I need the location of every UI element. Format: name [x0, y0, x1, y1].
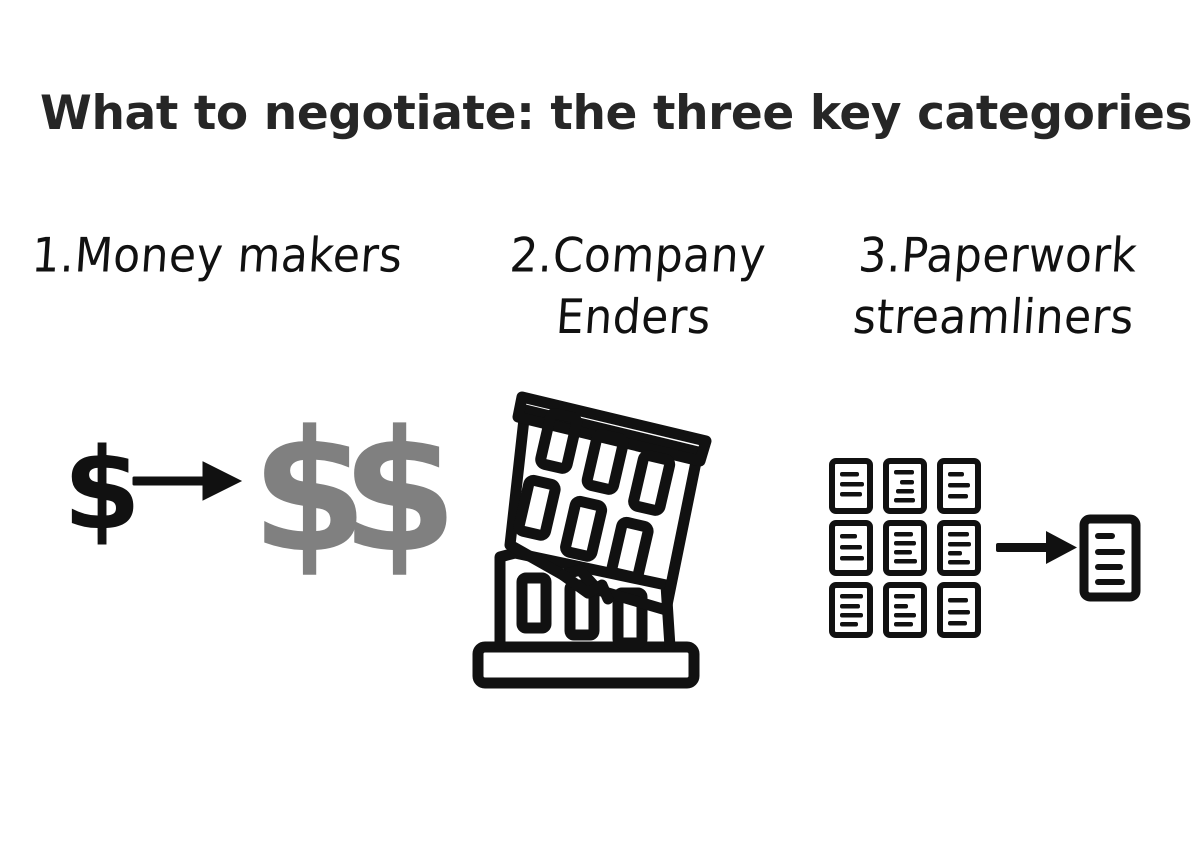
arrow-right-icon	[996, 531, 1077, 564]
dollar-sign-small-icon: $	[63, 425, 141, 555]
category-column-money-makers: 1.Money makers	[30, 225, 434, 283]
building-upper-block	[504, 404, 704, 616]
document-item	[829, 520, 873, 576]
collapsing-building-illustration	[470, 385, 740, 695]
page-title: What to negotiate: the three key categor…	[40, 86, 1193, 141]
document-consolidated	[1079, 514, 1141, 602]
category-heading-line-2: Enders	[554, 290, 713, 346]
dollar-sign-large-pair-icon: $ $	[251, 394, 458, 590]
building-window-upper-3	[628, 450, 676, 516]
svg-text:$: $	[341, 394, 458, 590]
category-heading-company-enders: 2.Company Enders	[471, 225, 800, 349]
document-item	[883, 582, 927, 638]
building-window-upper-6	[606, 516, 654, 583]
building-base	[472, 641, 700, 689]
category-heading-line-1: 1.Money makers	[29, 228, 405, 284]
building-window-lower-3	[612, 587, 648, 649]
document-item	[883, 458, 927, 514]
building-window-upper-5	[560, 495, 608, 562]
building-window-upper-1	[535, 408, 583, 474]
category-heading-money-makers: 1.Money makers	[30, 225, 434, 287]
svg-text:$: $	[251, 394, 368, 590]
category-heading-line-1: 2.Company	[508, 228, 768, 284]
category-heading-line-2: streamliners	[851, 290, 1136, 346]
document-item	[937, 458, 981, 514]
document-item	[829, 458, 873, 514]
building-window-lower-1	[516, 572, 552, 634]
category-heading-line-1: 3.Paperwork	[856, 228, 1140, 284]
document-item	[829, 582, 873, 638]
category-column-paperwork-streamliners: 3.Paperwork streamliners	[830, 225, 1170, 345]
building-window-upper-2	[581, 429, 629, 495]
category-heading-paperwork-streamliners: 3.Paperwork streamliners	[821, 225, 1170, 349]
money-growth-illustration: $ $ $	[55, 394, 458, 590]
building-roof	[512, 391, 712, 467]
building-window-upper-4	[513, 474, 561, 541]
category-column-company-enders: 2.Company Enders	[480, 225, 800, 345]
arrow-right-icon	[132, 461, 243, 501]
svg-text:$: $	[63, 425, 141, 555]
document-item	[937, 520, 981, 576]
paperwork-consolidation-illustration	[820, 445, 1150, 655]
building-crack	[557, 569, 614, 605]
document-grid	[829, 458, 981, 638]
document-item	[883, 520, 927, 576]
document-item	[937, 582, 981, 638]
